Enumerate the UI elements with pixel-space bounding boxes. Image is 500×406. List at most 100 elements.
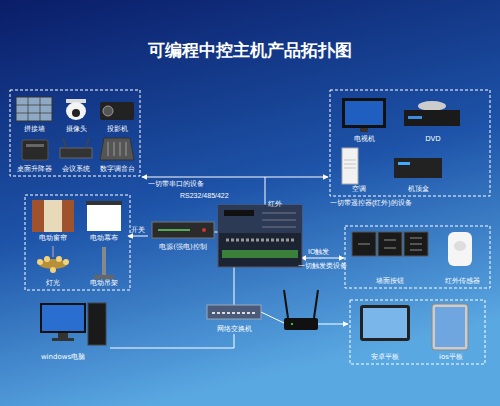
device-box: 会议系统 xyxy=(56,134,96,174)
android-tablet-icon xyxy=(360,305,410,341)
central-host-icon xyxy=(226,239,296,242)
group-frame xyxy=(10,90,140,176)
connector-label: 开关 xyxy=(131,227,145,235)
router-icon xyxy=(284,290,318,318)
lamp-icon xyxy=(56,256,62,262)
router-icon xyxy=(284,318,318,330)
central-host-icon xyxy=(218,205,302,267)
curtain-icon xyxy=(32,200,44,232)
wire xyxy=(318,324,348,325)
device-caption: 安卓平板 xyxy=(371,353,399,361)
ir-sensor-icon xyxy=(448,232,472,266)
aircon-icon xyxy=(344,160,356,168)
projector-icon xyxy=(100,102,134,120)
device-caption: DVD xyxy=(425,135,440,143)
settop-box-icon xyxy=(394,158,442,178)
dvd-icon xyxy=(404,110,460,126)
device-box: 桌面升降器 xyxy=(12,134,56,174)
router-icon xyxy=(291,323,293,325)
conference-icon xyxy=(60,138,92,158)
device-box: 拼接墙 xyxy=(12,94,56,134)
lamp-icon xyxy=(37,246,69,273)
curtain-icon xyxy=(32,200,74,232)
desk-lifter-icon xyxy=(22,140,48,160)
device-caption: 电视机 xyxy=(354,135,375,143)
tv-icon xyxy=(342,98,386,132)
wire-label: 红外 xyxy=(268,200,282,208)
lamp-icon xyxy=(44,256,50,262)
group-frame xyxy=(350,300,485,364)
tv-icon xyxy=(342,98,386,128)
group-frame xyxy=(10,90,490,364)
connector xyxy=(128,236,148,237)
wire-label: 一切带串口的设备 xyxy=(148,180,204,188)
device-box: 红外传感器 xyxy=(436,228,488,286)
device-box: 空调 xyxy=(334,146,384,194)
aircon-icon xyxy=(342,148,358,184)
mixer-icon xyxy=(108,142,126,156)
ir-sensor-icon xyxy=(454,241,466,251)
device-box: 投影机 xyxy=(96,94,138,134)
wire xyxy=(265,177,328,178)
aircon-icon xyxy=(342,148,358,184)
group-frame xyxy=(345,226,490,288)
conference-icon xyxy=(63,138,89,148)
wire xyxy=(261,312,284,323)
dvd-icon xyxy=(404,101,460,126)
device-caption: ios平板 xyxy=(439,353,463,361)
wall-button-icon xyxy=(378,232,402,256)
power-control-icon xyxy=(158,229,190,231)
central-host-icon xyxy=(218,205,302,233)
device-box: 电动窗帘 xyxy=(28,197,78,243)
switch-icon xyxy=(207,305,261,319)
wire-label: RS232/485/422 xyxy=(180,192,229,200)
wire xyxy=(142,177,265,207)
device-caption: 灯光 xyxy=(46,279,60,287)
screen-icon xyxy=(86,201,122,231)
desk-lifter-icon xyxy=(22,140,48,160)
video-wall-icon xyxy=(16,97,52,121)
lift-icon xyxy=(94,275,114,279)
lift-icon xyxy=(102,247,106,275)
lamp-icon xyxy=(37,259,43,265)
device-caption: 电源(强电)控制 xyxy=(159,243,206,251)
device-box: windows电脑 xyxy=(16,300,110,362)
ir-sensor-icon xyxy=(448,232,472,266)
pc-icon xyxy=(58,333,68,338)
desk-lifter-icon xyxy=(26,144,44,147)
device-caption: 拼接墙 xyxy=(24,125,45,133)
settop-box-icon xyxy=(394,158,442,178)
connector xyxy=(110,334,234,348)
tv-icon xyxy=(360,128,368,132)
central-host-icon xyxy=(262,213,296,227)
camera-icon xyxy=(72,109,80,117)
central-host-icon xyxy=(222,250,298,258)
lamp-icon xyxy=(63,259,69,265)
pc-icon xyxy=(40,303,106,345)
curtain-icon xyxy=(62,200,74,232)
device-box: 机顶盒 xyxy=(388,146,448,194)
device-caption: 桌面升降器 xyxy=(17,165,52,173)
screen-icon xyxy=(86,201,122,205)
wire-label: IO触发 xyxy=(308,248,329,256)
device-box: 灯光 xyxy=(28,244,78,288)
screen-icon xyxy=(87,205,121,231)
android-tablet-icon xyxy=(363,308,407,338)
device-caption: 电动吊架 xyxy=(90,279,118,287)
video-wall-icon xyxy=(16,97,52,121)
projector-icon xyxy=(103,106,113,116)
central-host-icon xyxy=(224,210,254,216)
diagram-title: 可编程中控主机产品拓扑图 xyxy=(0,40,500,60)
device-box: 安卓平板 xyxy=(354,302,416,362)
device-box: 摄像头 xyxy=(56,94,96,134)
device-box: ios平板 xyxy=(420,302,482,362)
device-box: DVD xyxy=(398,94,468,144)
tv-icon xyxy=(345,101,383,125)
device-box: 电视机 xyxy=(334,94,394,144)
group-frame xyxy=(25,195,130,290)
ios-tablet-icon xyxy=(432,304,468,350)
wire-label: 一切带遥控器(红外)的设备 xyxy=(330,199,412,207)
